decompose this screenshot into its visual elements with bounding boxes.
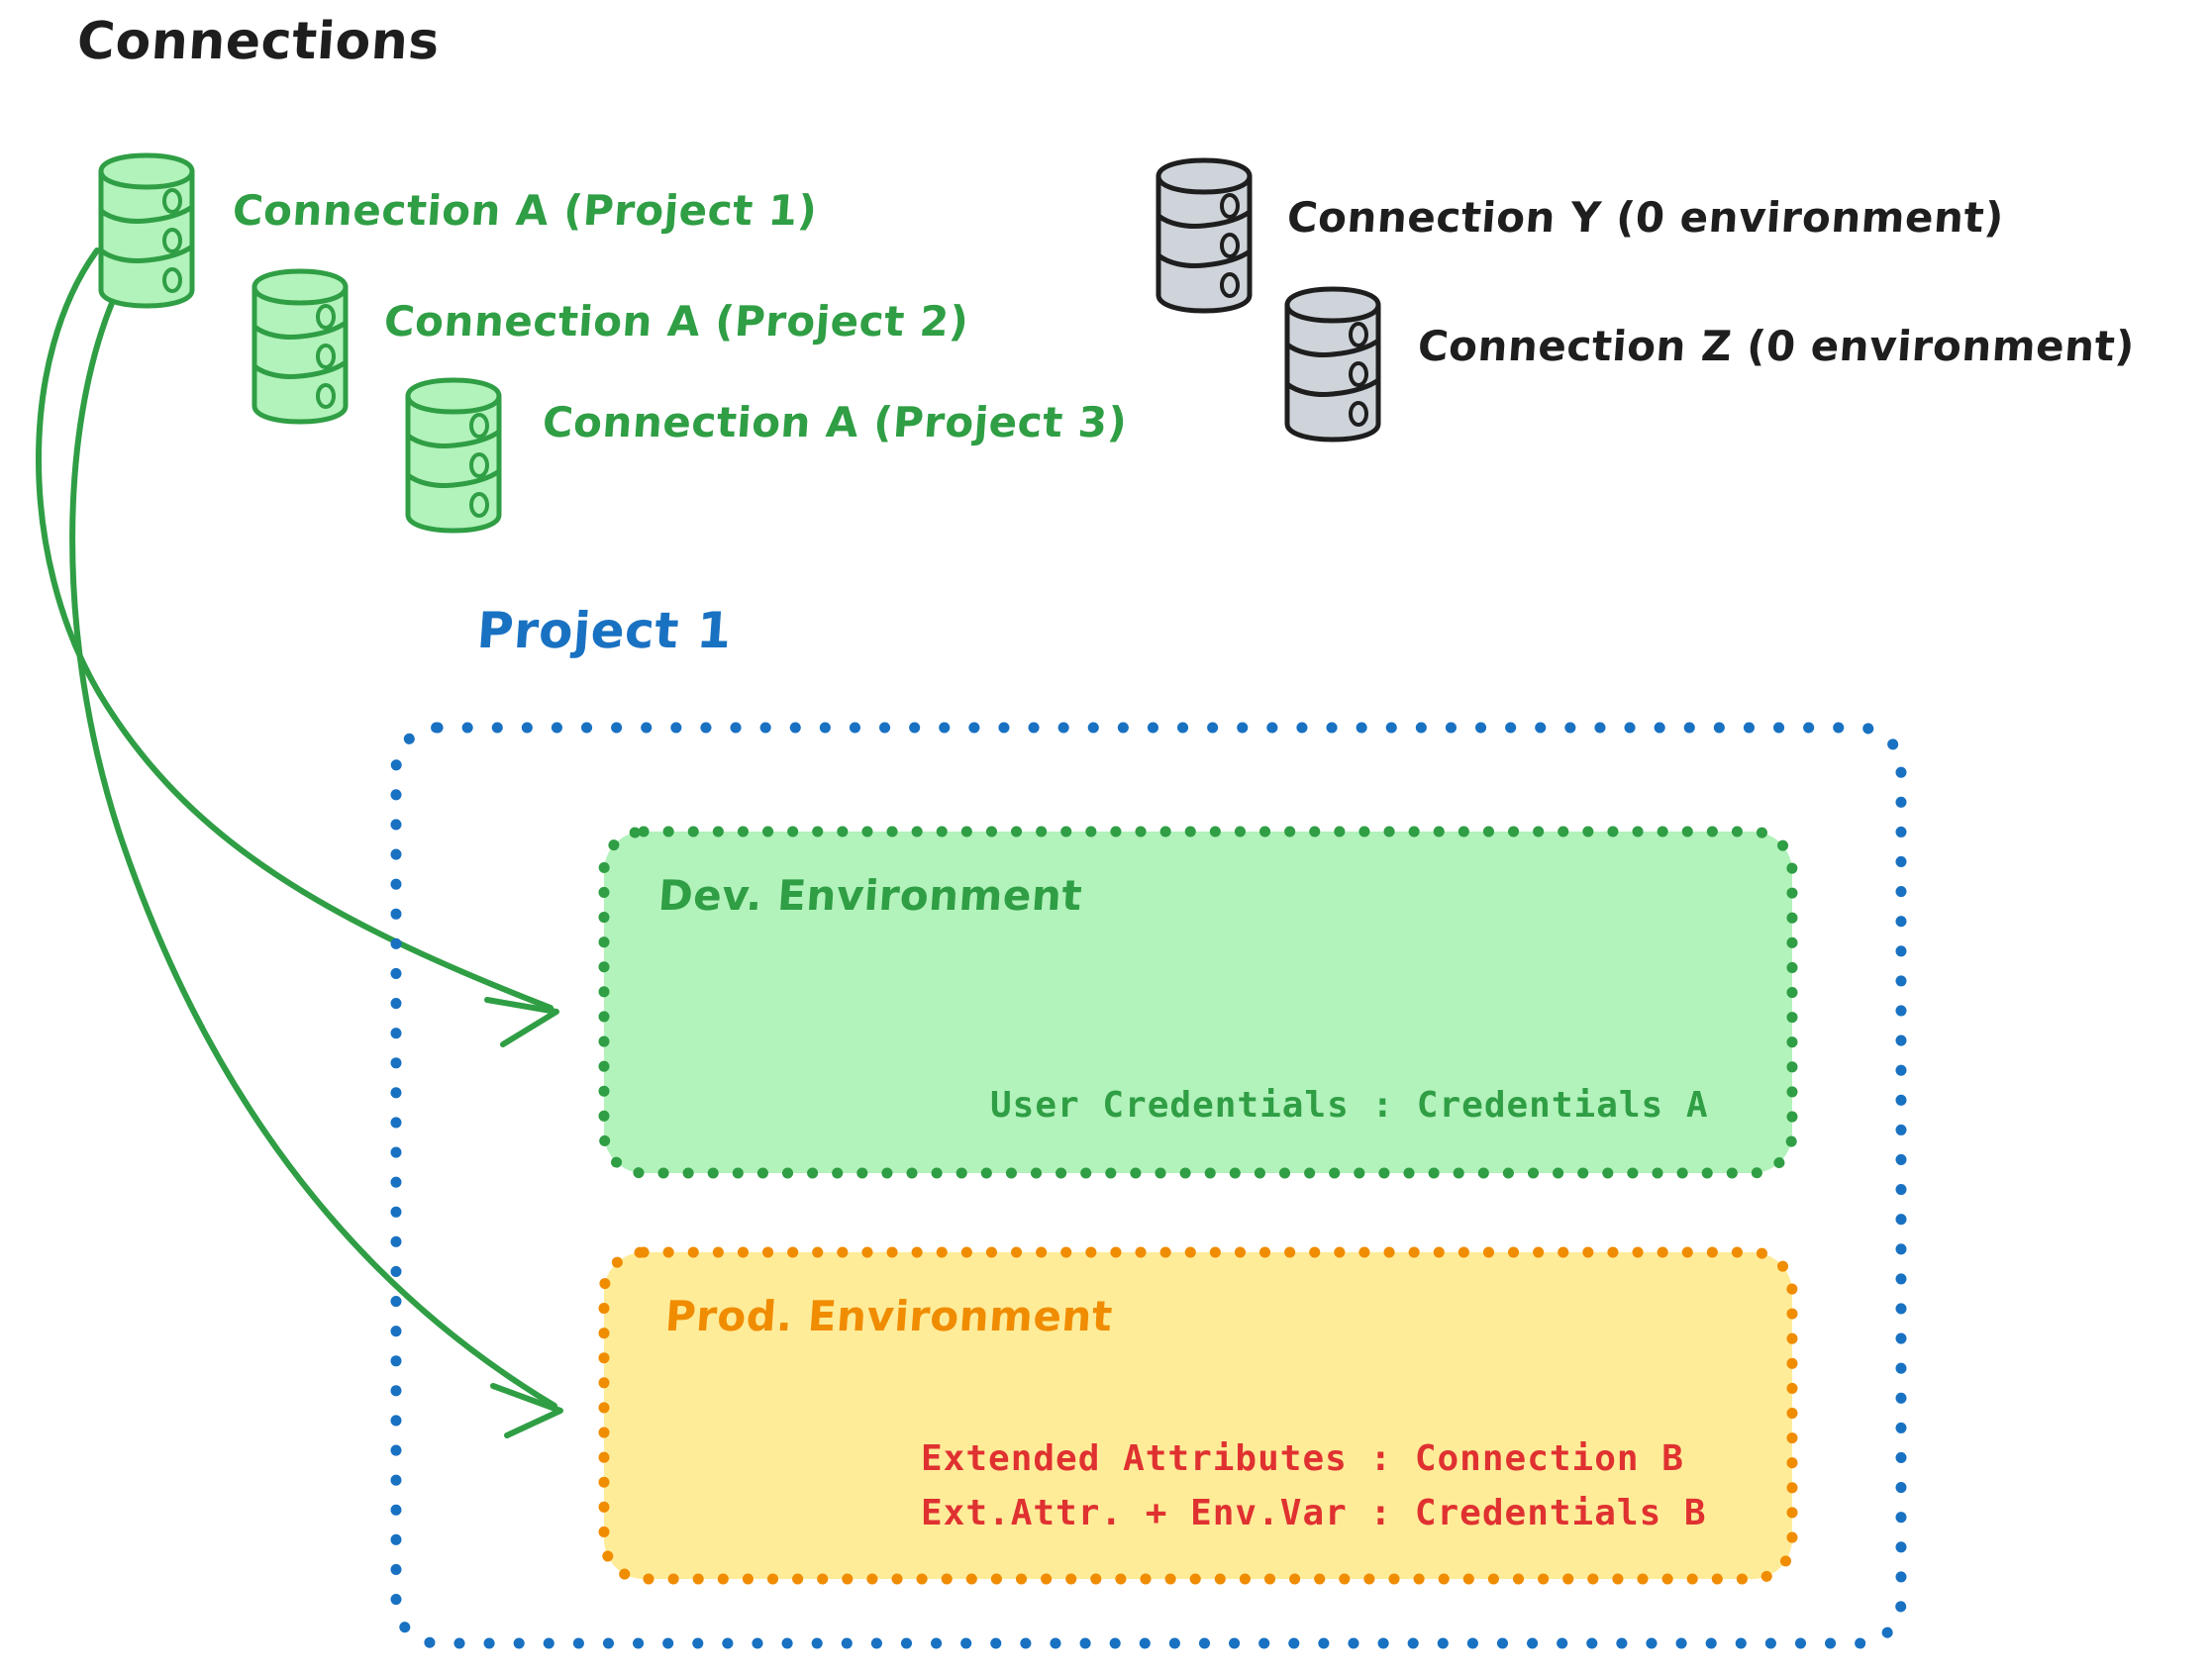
prod-environment-line-1: Extended Attributes : Connection B	[921, 1438, 1684, 1479]
connection-label-a-project-2: Connection A (Project 2)	[382, 297, 970, 345]
page-title: Connections	[74, 12, 443, 71]
arrow-connection-a-to-prod	[69, 284, 563, 1438]
database-icon-gray[interactable]	[1156, 157, 1253, 314]
dev-environment-title: Dev. Environment	[656, 871, 1084, 920]
dev-environment-line-1: User Credentials : Credentials A	[990, 1085, 1709, 1126]
connection-label-y: Connection Y (0 environment)	[1285, 193, 2006, 242]
connection-label-a-project-3: Connection A (Project 3)	[541, 398, 1129, 446]
database-icon-green[interactable]	[98, 152, 195, 309]
database-icon-gray[interactable]	[1284, 286, 1381, 443]
database-icon-green[interactable]	[405, 377, 502, 534]
database-icon-green[interactable]	[251, 268, 349, 425]
connection-label-z: Connection Z (0 environment)	[1416, 322, 2137, 370]
prod-environment-title: Prod. Environment	[663, 1292, 1115, 1340]
project-title: Project 1	[474, 602, 734, 659]
connection-label-a-project-1: Connection A (Project 1)	[231, 186, 819, 235]
prod-environment-line-2: Ext.Attr. + Env.Var : Credentials B	[921, 1493, 1707, 1533]
